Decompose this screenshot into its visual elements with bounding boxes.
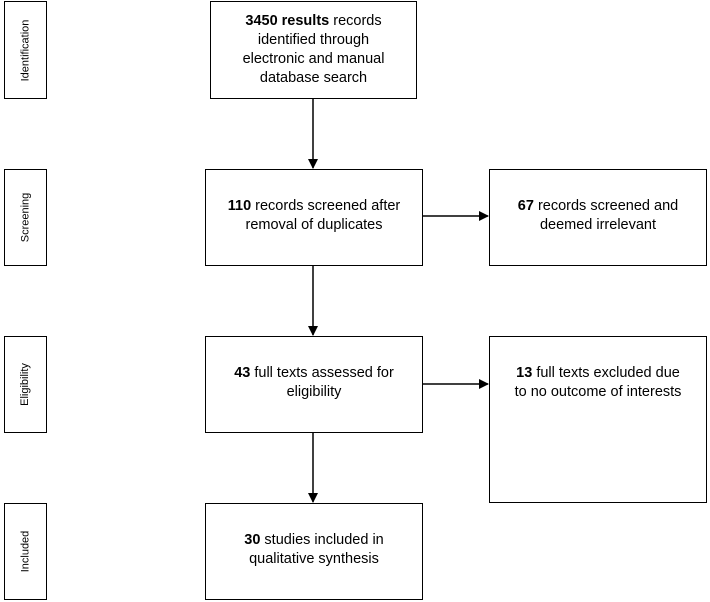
assessed-fulltexts-line2: eligibility: [286, 384, 342, 400]
identified-records-line1: records: [329, 13, 382, 29]
stage-screening: Screening: [4, 169, 47, 266]
stage-identification: Identification: [4, 1, 47, 99]
identified-records-line4: database search: [259, 70, 368, 86]
included-studies-line2: qualitative synthesis: [249, 551, 379, 567]
screened-records-count: 110: [227, 198, 252, 214]
included-studies-box: 30 studies included in qualitative synth…: [205, 503, 423, 600]
irrelevant-records-line1: records screened and: [533, 198, 679, 214]
screened-records-text: 110 records screened after removal of du…: [222, 197, 407, 235]
assessed-fulltexts-box: 43 full texts assessed for eligibility: [205, 336, 423, 433]
excluded-fulltexts-text: 13 full texts excluded due to no outcome…: [509, 364, 688, 402]
assessed-fulltexts-line1: full texts assessed for: [250, 365, 394, 381]
stage-identification-label: Identification: [19, 19, 32, 81]
irrelevant-records-text: 67 records screened and deemed irrelevan…: [512, 197, 684, 235]
stage-eligibility: Eligibility: [4, 336, 47, 433]
screened-records-line1: records screened after: [251, 198, 401, 214]
identified-records-text: 3450 results records identified through …: [237, 12, 391, 88]
identified-records-box: 3450 results records identified through …: [210, 1, 417, 99]
identified-records-line2: identified through: [257, 32, 370, 48]
irrelevant-records-line2: deemed irrelevant: [539, 217, 657, 233]
stage-eligibility-label: Eligibility: [19, 363, 32, 406]
assessed-fulltexts-count: 43: [234, 365, 251, 381]
stage-included-label: Included: [19, 530, 31, 573]
excluded-fulltexts-line1: full texts excluded due: [532, 365, 680, 381]
excluded-fulltexts-box: 13 full texts excluded due to no outcome…: [489, 336, 707, 503]
screened-records-line2: removal of duplicates: [245, 217, 383, 233]
identified-records-line3: electronic and manual: [242, 51, 385, 67]
excluded-fulltexts-line2: to no outcome of interests: [514, 384, 682, 400]
included-studies-line1: studies included in: [260, 532, 384, 548]
irrelevant-records-count: 67: [517, 198, 534, 214]
excluded-fulltexts-count: 13: [516, 365, 533, 381]
identified-records-count: 3450 results: [245, 13, 330, 29]
included-studies-text: 30 studies included in qualitative synth…: [238, 531, 389, 569]
assessed-fulltexts-text: 43 full texts assessed for eligibility: [228, 364, 400, 402]
included-studies-count: 30: [244, 532, 261, 548]
stage-included: Included: [4, 503, 47, 600]
stage-screening-label: Screening: [19, 192, 32, 243]
screened-records-box: 110 records screened after removal of du…: [205, 169, 423, 266]
irrelevant-records-box: 67 records screened and deemed irrelevan…: [489, 169, 707, 266]
